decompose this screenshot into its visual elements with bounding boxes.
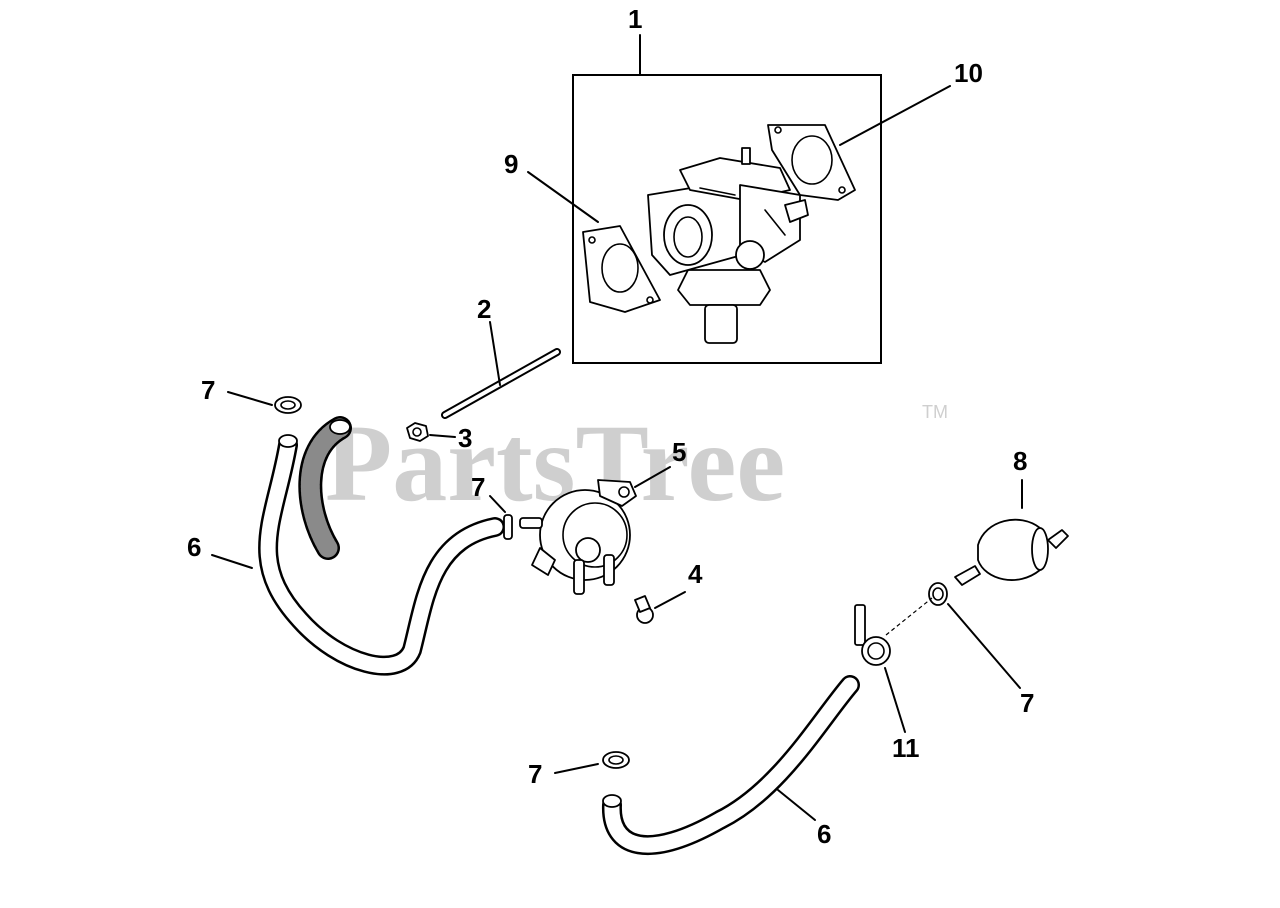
gasket-9 (582, 225, 661, 313)
callout-5: 5 (672, 437, 686, 467)
callout-6-left: 6 (187, 532, 201, 562)
callout-9: 9 (504, 149, 518, 179)
fuel-pump-5 (519, 466, 671, 595)
hose-clip-11 (854, 604, 906, 733)
clamp-7-bottom (554, 751, 630, 774)
callout-6-bottom: 6 (817, 819, 831, 849)
gasket-10 (767, 124, 856, 201)
callout-2: 2 (477, 294, 491, 324)
callout-10: 10 (954, 58, 983, 88)
braided-hose (298, 416, 352, 560)
leader-9 (527, 171, 599, 223)
watermark-tm: TM (922, 402, 948, 422)
carburetor-assembly-box (572, 34, 882, 364)
clamp-7-middle (489, 495, 513, 540)
leader-10 (839, 85, 951, 146)
clamp-7-top (227, 391, 302, 414)
callout-4: 4 (688, 559, 703, 589)
callout-1: 1 (628, 4, 642, 34)
clamp-4 (634, 591, 686, 624)
callout-8: 8 (1013, 446, 1027, 476)
callout-11: 11 (892, 733, 920, 763)
clamp-7-filter (885, 582, 1021, 689)
fuel-hose-6-left (211, 434, 505, 676)
callout-3: 3 (458, 423, 472, 453)
fuel-hose-6-bottom (601, 675, 860, 855)
nut-3 (406, 422, 456, 442)
fuel-filter-8 (954, 479, 1069, 586)
callout-7-top: 7 (201, 375, 215, 405)
carburetor (647, 147, 809, 344)
callout-7-bottom: 7 (528, 759, 542, 789)
stud-2 (441, 321, 561, 419)
callout-7-filter: 7 (1020, 688, 1034, 718)
callout-7-middle: 7 (471, 472, 485, 502)
